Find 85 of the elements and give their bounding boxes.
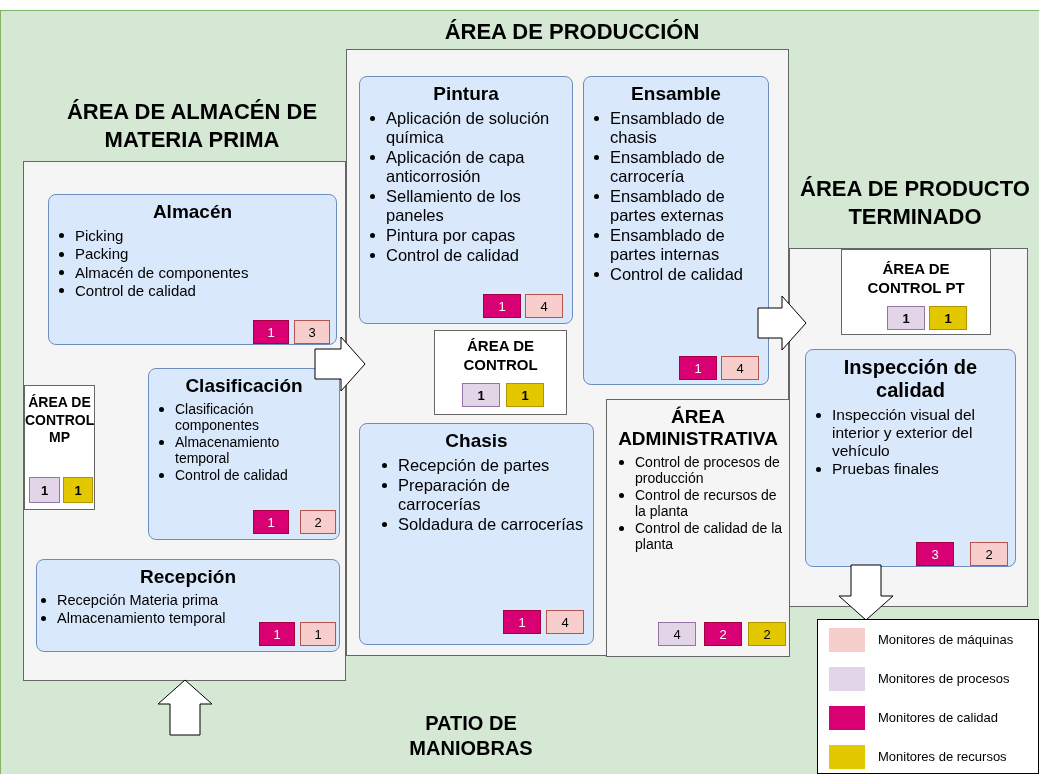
legend-label: Monitores de recursos	[878, 749, 1007, 764]
area-heading: PATIO DE MANIOBRAS	[408, 711, 534, 761]
legend-label: Monitores de máquinas	[878, 632, 1014, 647]
list-item: Aplicación de solución química	[386, 109, 550, 146]
list-item: Clasificación componentes	[175, 401, 260, 434]
process-card	[359, 76, 573, 324]
monitor-badge: 1	[253, 510, 289, 534]
legend-label: Monitores de calidad	[878, 710, 998, 725]
monitor-badge: 4	[546, 610, 584, 634]
block-arrow	[314, 336, 366, 392]
legend-label: Monitores de procesos	[878, 671, 1010, 686]
process-card	[606, 399, 790, 657]
monitor-badge: 1	[259, 622, 295, 646]
process-card	[583, 76, 769, 385]
area-heading: ÁREA DE CONTROL	[462, 336, 539, 375]
monitor-badge: 1	[29, 477, 60, 503]
card-title: Ensamble	[630, 83, 722, 105]
list-item: Control de calidad	[610, 264, 743, 283]
monitor-badge: 3	[294, 320, 330, 344]
list-item: Control de recursos de la planta	[635, 487, 777, 520]
control-area-box	[434, 330, 567, 415]
card-title: ÁREA ADMINISTRATIVA	[617, 406, 779, 450]
area-heading: ÁREA DE PRODUCCIÓN	[443, 18, 701, 46]
list-item: Pruebas finales	[832, 460, 939, 478]
list-item: Pintura por capas	[386, 225, 516, 244]
process-card	[148, 368, 340, 540]
list-item: Almacén de componentes	[75, 263, 249, 281]
list-item: Control de calidad de la planta	[635, 520, 783, 553]
monitor-badge: 1	[887, 306, 925, 330]
block-arrow	[838, 564, 894, 621]
list-item: Control de calidad	[386, 245, 519, 264]
process-card	[805, 349, 1016, 567]
monitor-badge: 1	[506, 383, 544, 407]
list-item: Picking	[75, 227, 124, 244]
monitor-badge: 1	[929, 306, 967, 330]
monitor-badge: 1	[462, 383, 500, 407]
area-heading: ÁREA DE ALMACÉN DE MATERIA PRIMA	[65, 98, 319, 153]
monitor-badge: 2	[970, 542, 1008, 566]
monitor-badge: 2	[748, 622, 786, 646]
list-item: Almacenamiento temporal	[57, 609, 226, 626]
control-area-box	[24, 385, 95, 510]
list-item: Control de calidad	[175, 467, 288, 484]
monitor-badge: 2	[704, 622, 742, 646]
monitor-badge: 1	[300, 622, 336, 646]
list-item: Sellamiento de los paneles	[386, 186, 521, 224]
monitor-badge: 4	[721, 356, 759, 380]
list-item: Control de procesos de producción	[635, 454, 780, 487]
block-arrow	[157, 679, 213, 736]
control-area-box	[841, 249, 991, 335]
card-title: Inspección de calidad	[842, 356, 979, 402]
monitor-badge: 1	[679, 356, 717, 380]
list-item: Packing	[75, 245, 129, 263]
yard-ground	[0, 10, 1039, 774]
list-item: Ensamblado de partes internas	[610, 225, 725, 263]
block-arrow	[757, 295, 807, 351]
card-title: Almacén	[151, 201, 234, 223]
card-title: Recepción	[138, 566, 238, 588]
area-heading: ÁREA DE PRODUCTO TERMINADO	[799, 175, 1031, 230]
list-item: Recepción Materia prima	[57, 592, 219, 608]
list-item: Preparación de carrocerías	[398, 475, 510, 513]
process-card	[36, 559, 340, 652]
list-item: Ensamblado de carrocería	[610, 147, 725, 185]
monitor-badge: 4	[525, 294, 563, 318]
card-title: Clasificación	[184, 375, 304, 397]
process-card	[48, 194, 337, 345]
list-item: Aplicación de capa anticorrosión	[386, 147, 525, 185]
process-card	[359, 423, 594, 645]
monitor-badge: 1	[503, 610, 541, 634]
list-item: Recepción de partes	[398, 456, 550, 474]
list-item: Control de calidad	[75, 281, 196, 299]
monitor-badge: 1	[63, 477, 93, 503]
monitor-badge: 1	[253, 320, 289, 344]
area-heading: ÁREA DE CONTROL PT	[866, 259, 966, 298]
monitor-badge: 3	[916, 542, 954, 566]
monitor-badge: 2	[300, 510, 336, 534]
list-item: Ensamblado de partes externas	[610, 186, 725, 224]
card-title: Pintura	[432, 83, 500, 105]
list-item: Ensamblado de chasis	[610, 109, 725, 146]
list-item: Almacenamiento temporal	[175, 434, 280, 467]
monitor-badge: 4	[658, 622, 696, 646]
area-heading: ÁREA DE CONTROL MP	[25, 393, 94, 447]
list-item: Inspección visual del interior y exterior del vehículo	[832, 406, 976, 459]
list-item: Soldadura de carrocerías	[398, 514, 584, 533]
card-title: Chasis	[444, 430, 509, 452]
monitor-badge: 1	[483, 294, 521, 318]
